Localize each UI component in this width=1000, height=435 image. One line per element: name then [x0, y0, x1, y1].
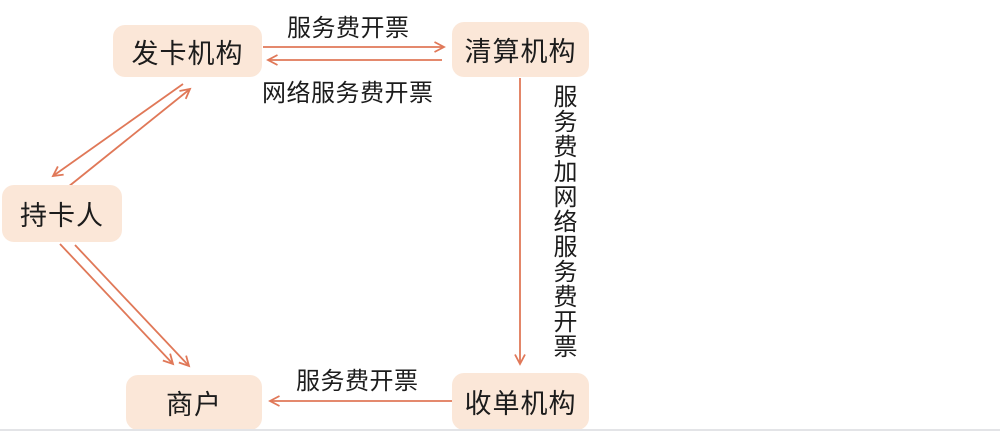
node-clearing-institution: 清算机构	[452, 22, 589, 77]
arrow-cardholder-to-issuer	[67, 87, 192, 188]
edge-label-service-fee-bottom: 服务费开票	[296, 369, 419, 395]
node-cardholder: 持卡人	[2, 185, 122, 242]
arrow-cardholder-to-merchant-1	[59, 243, 175, 366]
node-card-issuer: 发卡机构	[113, 25, 262, 77]
edge-label-service-plus-network-fee: 服务费加网络服务费开票	[549, 84, 575, 359]
arrow-cardholder-to-merchant-2	[74, 244, 191, 368]
edge-label-service-fee-top: 服务费开票	[287, 16, 410, 42]
node-merchant: 商户	[126, 375, 262, 430]
page-bottom-border	[0, 429, 1000, 431]
arrow-issuer-to-cardholder	[51, 83, 184, 178]
edge-label-network-service-fee: 网络服务费开票	[262, 81, 434, 107]
node-acquiring-institution: 收单机构	[452, 373, 589, 430]
